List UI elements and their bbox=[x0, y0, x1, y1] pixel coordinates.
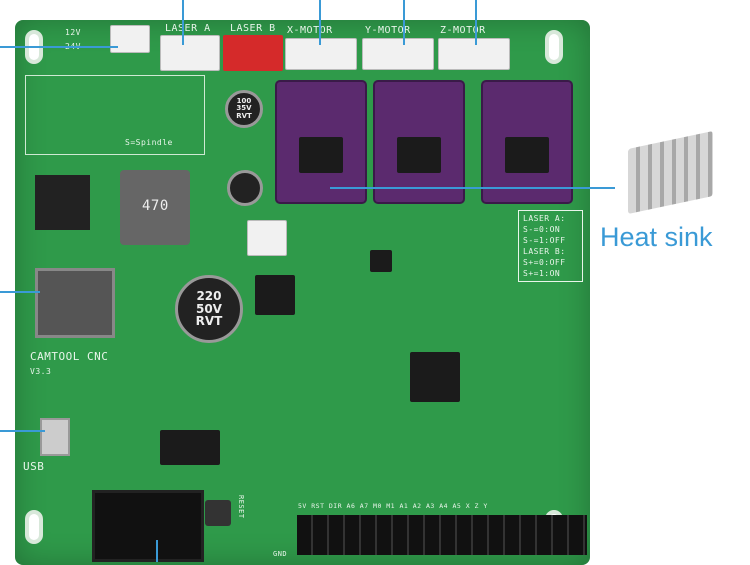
callout-line-header bbox=[156, 540, 158, 562]
stepper-driver-z bbox=[483, 82, 571, 202]
board-name: CAMTOOL CNC bbox=[30, 350, 109, 363]
laser-a-label: LASER A bbox=[165, 23, 211, 34]
gpio-header bbox=[297, 515, 587, 555]
capacitor bbox=[227, 170, 263, 206]
dc-jack bbox=[35, 268, 115, 338]
voltage-12-label: 12V bbox=[65, 28, 81, 37]
capacitor-220uf: 220 50V RVT bbox=[175, 275, 243, 343]
gnd-label: GND bbox=[273, 550, 288, 558]
reset-label: RESET bbox=[237, 495, 245, 519]
spindle-section bbox=[25, 75, 205, 155]
callout-line-heat-sink bbox=[330, 187, 615, 189]
microcontroller bbox=[410, 352, 460, 402]
power-connector bbox=[110, 25, 150, 53]
callout-line-dc-jack bbox=[0, 291, 40, 293]
callout-line-power bbox=[0, 46, 118, 48]
x-motor-label: X-MOTOR bbox=[287, 25, 333, 36]
usb-port bbox=[40, 418, 70, 456]
pin-header-box bbox=[92, 490, 204, 562]
laser-b-label: LASER B bbox=[230, 23, 276, 34]
heat-sink-label: Heat sink bbox=[600, 222, 713, 252]
reset-button[interactable] bbox=[205, 500, 231, 526]
y-motor-label: Y-MOTOR bbox=[365, 25, 411, 36]
stepper-driver-x bbox=[277, 82, 365, 202]
voltage-regulator bbox=[35, 175, 90, 230]
heat-sink-image bbox=[628, 130, 713, 215]
z-motor-label: Z-MOTOR bbox=[440, 25, 486, 36]
spindle-label: S=Spindle bbox=[125, 138, 173, 147]
callout-line-y-motor bbox=[403, 0, 405, 45]
capacitor: 100 35V RVT bbox=[225, 90, 263, 128]
mounting-hole bbox=[545, 30, 563, 64]
x-motor-connector bbox=[285, 38, 357, 70]
board-version: V3.3 bbox=[30, 367, 52, 376]
mounting-hole bbox=[25, 510, 43, 544]
capacitor-value-label: 220 50V RVT bbox=[195, 289, 223, 329]
capacitor-value-label: 100 35V RVT bbox=[236, 96, 252, 120]
pin-labels: 5V RST DIR A6 A7 M0 M1 A1 A2 A3 A4 A5 X … bbox=[298, 502, 488, 510]
inductor: 470 bbox=[120, 170, 190, 245]
callout-line-x-motor bbox=[319, 0, 321, 45]
laser-b-connector bbox=[223, 35, 283, 71]
usb-label: USB bbox=[23, 460, 45, 473]
z-motor-connector bbox=[438, 38, 510, 70]
y-motor-connector bbox=[362, 38, 434, 70]
laser-a-connector bbox=[160, 35, 220, 71]
crystal-chip bbox=[370, 250, 392, 272]
fan-connector bbox=[247, 220, 287, 256]
usb-serial-chip bbox=[160, 430, 220, 465]
regulator-chip bbox=[255, 275, 295, 315]
callout-line-z-motor bbox=[475, 0, 477, 45]
callout-line-usb bbox=[0, 430, 45, 432]
pcb-board: 12V 24V LASER A LASER B X-MOTOR Y-MOTOR … bbox=[15, 20, 590, 565]
callout-line-laser-a bbox=[182, 0, 184, 45]
stepper-driver-y bbox=[375, 82, 463, 202]
